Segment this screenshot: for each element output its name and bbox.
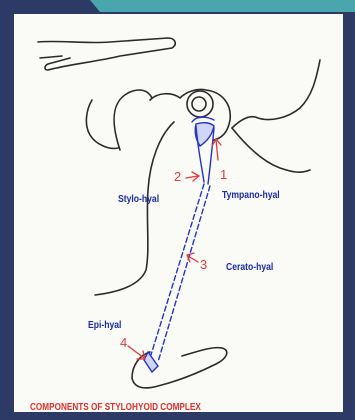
arrow-2 xyxy=(186,172,199,181)
label-epi-hyal: Epi-hyal xyxy=(88,320,121,332)
auditory-meatus-inner xyxy=(192,97,206,111)
arrow-3 xyxy=(187,253,198,262)
number-1: 1 xyxy=(220,168,227,182)
label-tympano-hyal: Tympano-hyal xyxy=(222,190,280,202)
diagram-caption: COMPONENTS OF STYLOHYOID COMPLEX xyxy=(30,402,201,414)
label-cerato-hyal: Cerato-hyal xyxy=(226,262,273,274)
anterior-ramus-outline xyxy=(86,100,118,148)
posterior-contour xyxy=(232,60,320,128)
label-stylo-hyal: Stylo-hyal xyxy=(118,194,159,206)
arrow-4 xyxy=(128,346,145,359)
posterior-lower-contour xyxy=(232,128,310,172)
hyoid-outline xyxy=(132,348,227,388)
cerato-hyal-dash-right xyxy=(158,186,210,362)
cerato-hyal-dash-left xyxy=(150,184,204,358)
number-4: 4 xyxy=(120,336,127,350)
number-3: 3 xyxy=(200,258,207,272)
zygomatic-tick xyxy=(40,56,62,58)
epi-hyal-segment xyxy=(144,352,158,372)
tympano-hyal-cap xyxy=(192,117,214,122)
skull-base-outline xyxy=(38,38,175,70)
mastoid-outline xyxy=(114,90,152,150)
number-2: 2 xyxy=(174,170,181,184)
auditory-meatus-outer xyxy=(187,91,213,117)
ear-canal-outline xyxy=(150,89,230,140)
